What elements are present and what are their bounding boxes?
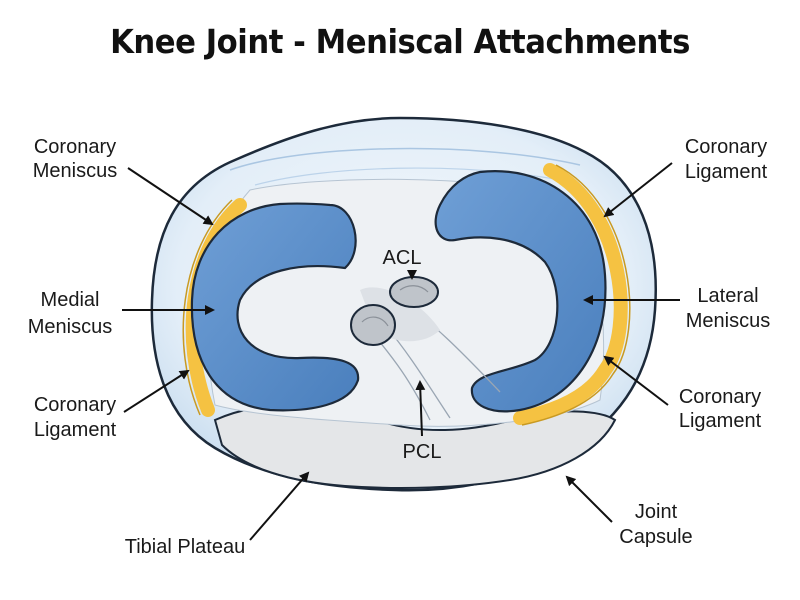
- arrow-coronary-ligament-left: [123, 369, 190, 413]
- pcl-stump-texture: [361, 316, 389, 327]
- label-pcl: PCL: [403, 441, 442, 463]
- arrow-coronary-meniscus: [127, 167, 214, 226]
- coronary-ligament-right-edge: [521, 164, 631, 426]
- arrow-pcl: [415, 380, 426, 437]
- acl-stump-texture: [399, 285, 429, 293]
- label-coronary-meniscus-line1: Coronary: [34, 136, 116, 158]
- label-coronary-ligament-left-line2: Ligament: [34, 419, 117, 441]
- label-medial-meniscus-line2: Meniscus: [28, 316, 112, 338]
- label-tibial-plateau: Tibial Plateau: [125, 536, 245, 558]
- acl-stump: [389, 276, 439, 308]
- coronary-ligament-left-edge: [182, 199, 233, 416]
- label-coronary-meniscus-line2: Meniscus: [33, 160, 117, 182]
- label-lateral-meniscus-line1: Lateral: [697, 285, 758, 307]
- arrow-tibial-plateau: [249, 471, 310, 541]
- label-coronary-ligament-right-top-line2: Ligament: [685, 161, 768, 183]
- diagram-title: Knee Joint - Meniscal Attachments: [110, 22, 690, 61]
- arrow-joint-capsule: [565, 475, 613, 523]
- label-coronary-ligament-left-line1: Coronary: [34, 394, 116, 416]
- label-joint-capsule-line1: Joint: [635, 501, 678, 523]
- label-coronary-ligament-right-top-line1: Coronary: [685, 136, 767, 158]
- pcl-stump: [350, 304, 396, 346]
- lateral-meniscus-shape: [434, 170, 607, 413]
- label-medial-meniscus-line1: Medial: [41, 289, 100, 311]
- arrow-coronary-ligament-right-top: [603, 162, 673, 218]
- label-acl: ACL: [383, 247, 422, 269]
- medial-meniscus-shape: [190, 202, 360, 412]
- label-joint-capsule-line2: Capsule: [619, 526, 692, 548]
- capsule-fiber-1: [229, 147, 581, 171]
- label-coronary-ligament-right-bottom-line1: Coronary: [679, 386, 761, 408]
- label-lateral-meniscus-line2: Meniscus: [686, 310, 770, 332]
- label-coronary-ligament-right-bottom-line2: Ligament: [679, 410, 762, 432]
- arrow-coronary-ligament-right-bottom: [603, 355, 669, 406]
